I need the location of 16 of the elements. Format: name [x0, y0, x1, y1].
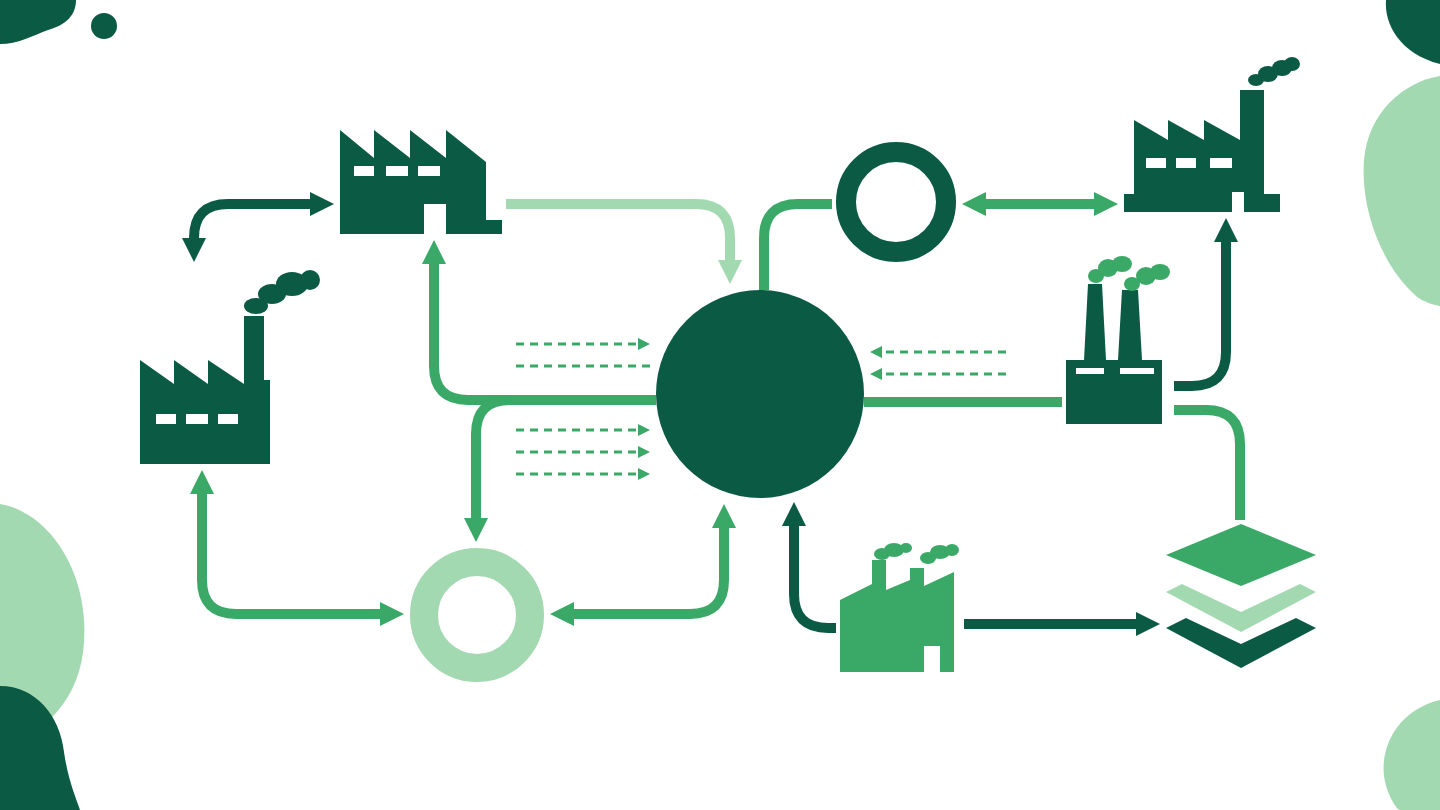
dashed-arrow: [516, 424, 650, 436]
dashed-arrow: [516, 446, 650, 458]
double-arrow: [190, 470, 404, 626]
double-arrow: [962, 192, 1118, 216]
arrow: [506, 199, 742, 284]
arrow: [964, 612, 1160, 636]
dashed-arrow: [870, 346, 1006, 358]
arrow: [1174, 218, 1238, 391]
connector-line: [759, 199, 832, 290]
dashed-line: [516, 364, 652, 368]
connector-line: [1174, 405, 1245, 520]
double-arrow: [550, 504, 736, 626]
dashed-arrow: [870, 368, 1006, 380]
connector-line: [864, 397, 1062, 407]
dashed-arrow: [516, 338, 650, 350]
dashed-arrow: [516, 468, 650, 480]
